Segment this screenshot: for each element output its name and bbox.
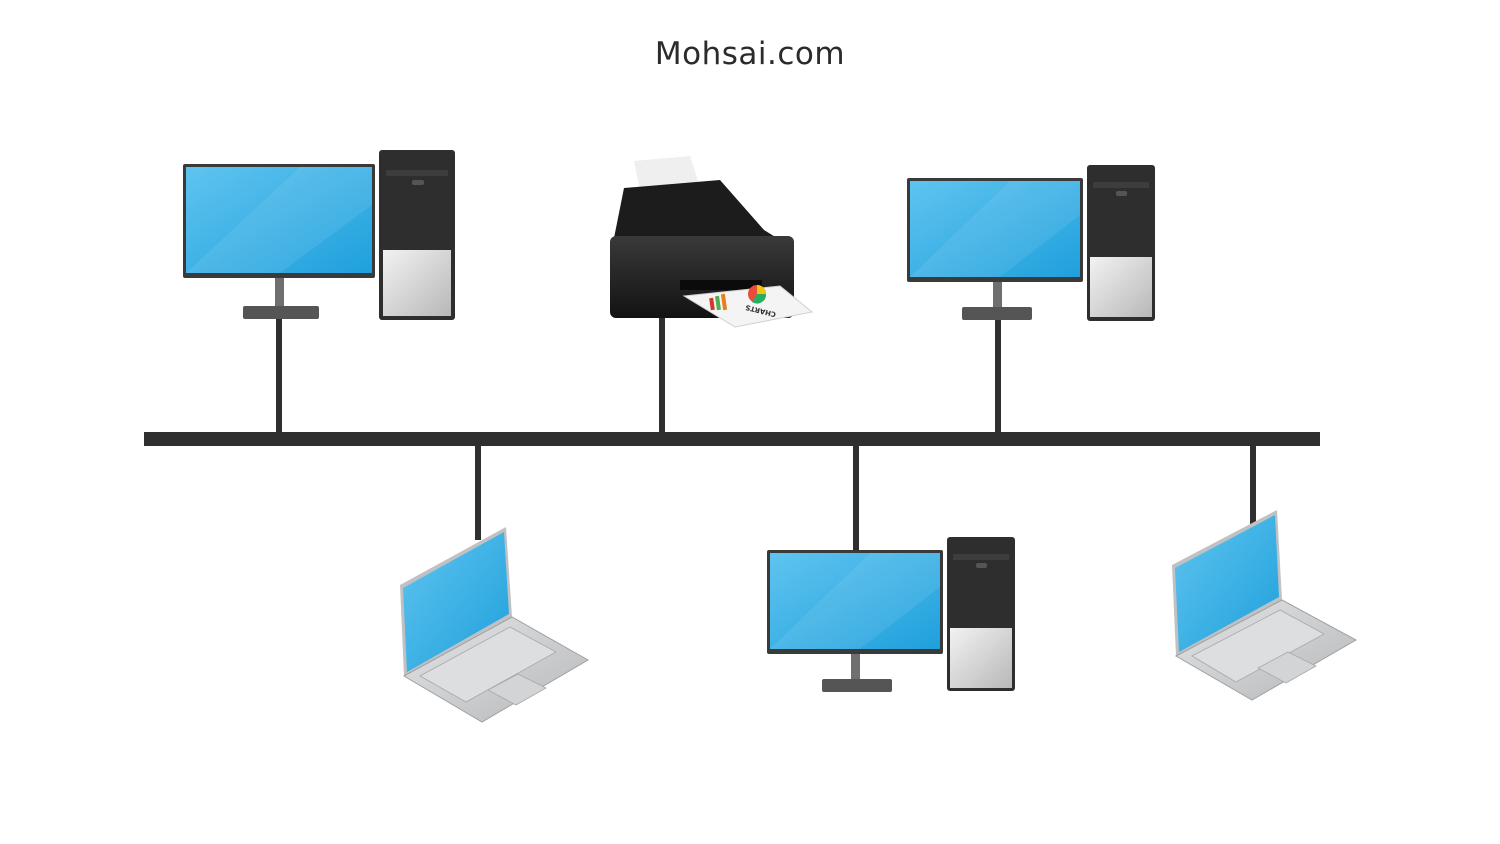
monitor-stand-neck — [993, 282, 1002, 309]
monitor-stand-base — [822, 679, 892, 692]
screen-glare — [770, 553, 940, 649]
desktop-computer-icon — [767, 537, 1015, 692]
paper-pie-slice — [757, 285, 766, 294]
printer-icon: CHARTS — [610, 156, 814, 328]
printer-top — [612, 180, 790, 248]
pc-tower-button — [1116, 191, 1127, 196]
pc-tower-drive-bay — [953, 554, 1009, 560]
laptop-touchpad — [487, 673, 547, 706]
monitor-stand-neck — [275, 278, 284, 308]
monitor-screen — [910, 181, 1080, 277]
monitor-stand-base — [962, 307, 1032, 320]
paper-bar-3 — [720, 293, 728, 311]
paper-pie-slice-2 — [752, 294, 767, 304]
page-title: Mohsai.com — [654, 36, 846, 72]
monitor-stand-base — [243, 306, 319, 319]
laptop-icon — [1172, 510, 1358, 701]
laptop-screen — [1175, 515, 1279, 652]
laptop-icon — [400, 527, 590, 723]
screen-glare — [910, 181, 1080, 277]
desktop-computer-icon — [183, 150, 455, 320]
pc-tower-front-panel — [383, 250, 451, 316]
printer-slot — [680, 280, 762, 290]
pc-tower-front-panel — [1090, 257, 1152, 317]
monitor-screen — [770, 553, 940, 649]
laptop-keyboard — [1191, 609, 1325, 683]
laptop-keyboard — [419, 626, 557, 703]
monitor-stand-neck — [851, 654, 860, 681]
paper-bar-2 — [715, 295, 721, 311]
pc-tower-button — [976, 563, 987, 568]
desktop-computer-icon — [907, 165, 1155, 321]
bus-drop-lines — [276, 312, 1256, 552]
pc-tower-drive-bay — [386, 170, 448, 176]
screen-glare — [186, 167, 372, 273]
pc-tower-button — [412, 180, 424, 185]
laptop-screen — [403, 532, 509, 672]
pc-tower-front-panel — [950, 628, 1012, 688]
pc-tower-drive-bay — [1093, 182, 1149, 188]
paper-bar-1 — [709, 297, 715, 311]
network-bus — [144, 432, 1320, 446]
laptop-touchpad — [1257, 651, 1317, 684]
monitor-screen — [186, 167, 372, 273]
